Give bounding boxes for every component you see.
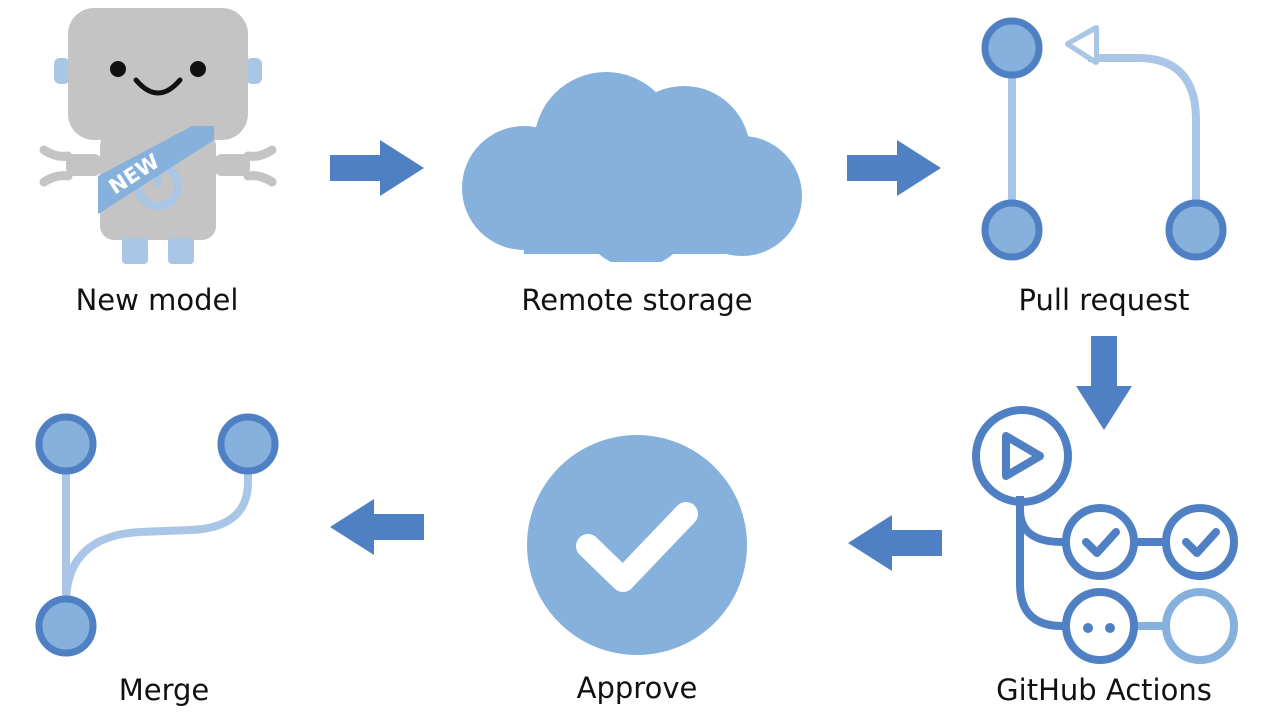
arrow-approve-to-merge: [330, 497, 426, 557]
new-model-label: New model: [75, 283, 239, 317]
github-actions-icon: [972, 406, 1238, 664]
approve-node: [526, 434, 748, 656]
arrow-remote-storage-to-pull-request: [847, 138, 943, 198]
arrow-right-icon: [330, 140, 424, 196]
pull-request-label: Pull request: [1018, 283, 1190, 317]
arrow-left-icon: [848, 515, 942, 571]
github-actions-label: GitHub Actions: [996, 673, 1212, 707]
pull-request-node: [970, 10, 1240, 272]
arrow-github-actions-to-approve: [848, 513, 944, 573]
approve-label: Approve: [576, 671, 698, 705]
arrow-down-icon: [1076, 336, 1132, 430]
checkmark-icon: [527, 435, 747, 655]
arrow-new-model-to-remote-storage: [330, 138, 426, 198]
new-model-node: NEW: [38, 8, 278, 270]
arrow-pull-request-to-github-actions: [1074, 336, 1134, 432]
merge-label: Merge: [118, 673, 210, 707]
arrow-left-icon: [330, 499, 424, 555]
merge-node: [30, 410, 290, 660]
arrow-right-icon: [847, 140, 941, 196]
pull-request-icon: [981, 17, 1227, 261]
remote-storage-label: Remote storage: [521, 283, 753, 317]
robot-icon: NEW: [39, 8, 277, 264]
merge-icon: [35, 413, 279, 657]
github-actions-node: [966, 400, 1246, 676]
remote-storage-node: [458, 72, 814, 262]
cloud-icon: [462, 72, 802, 262]
